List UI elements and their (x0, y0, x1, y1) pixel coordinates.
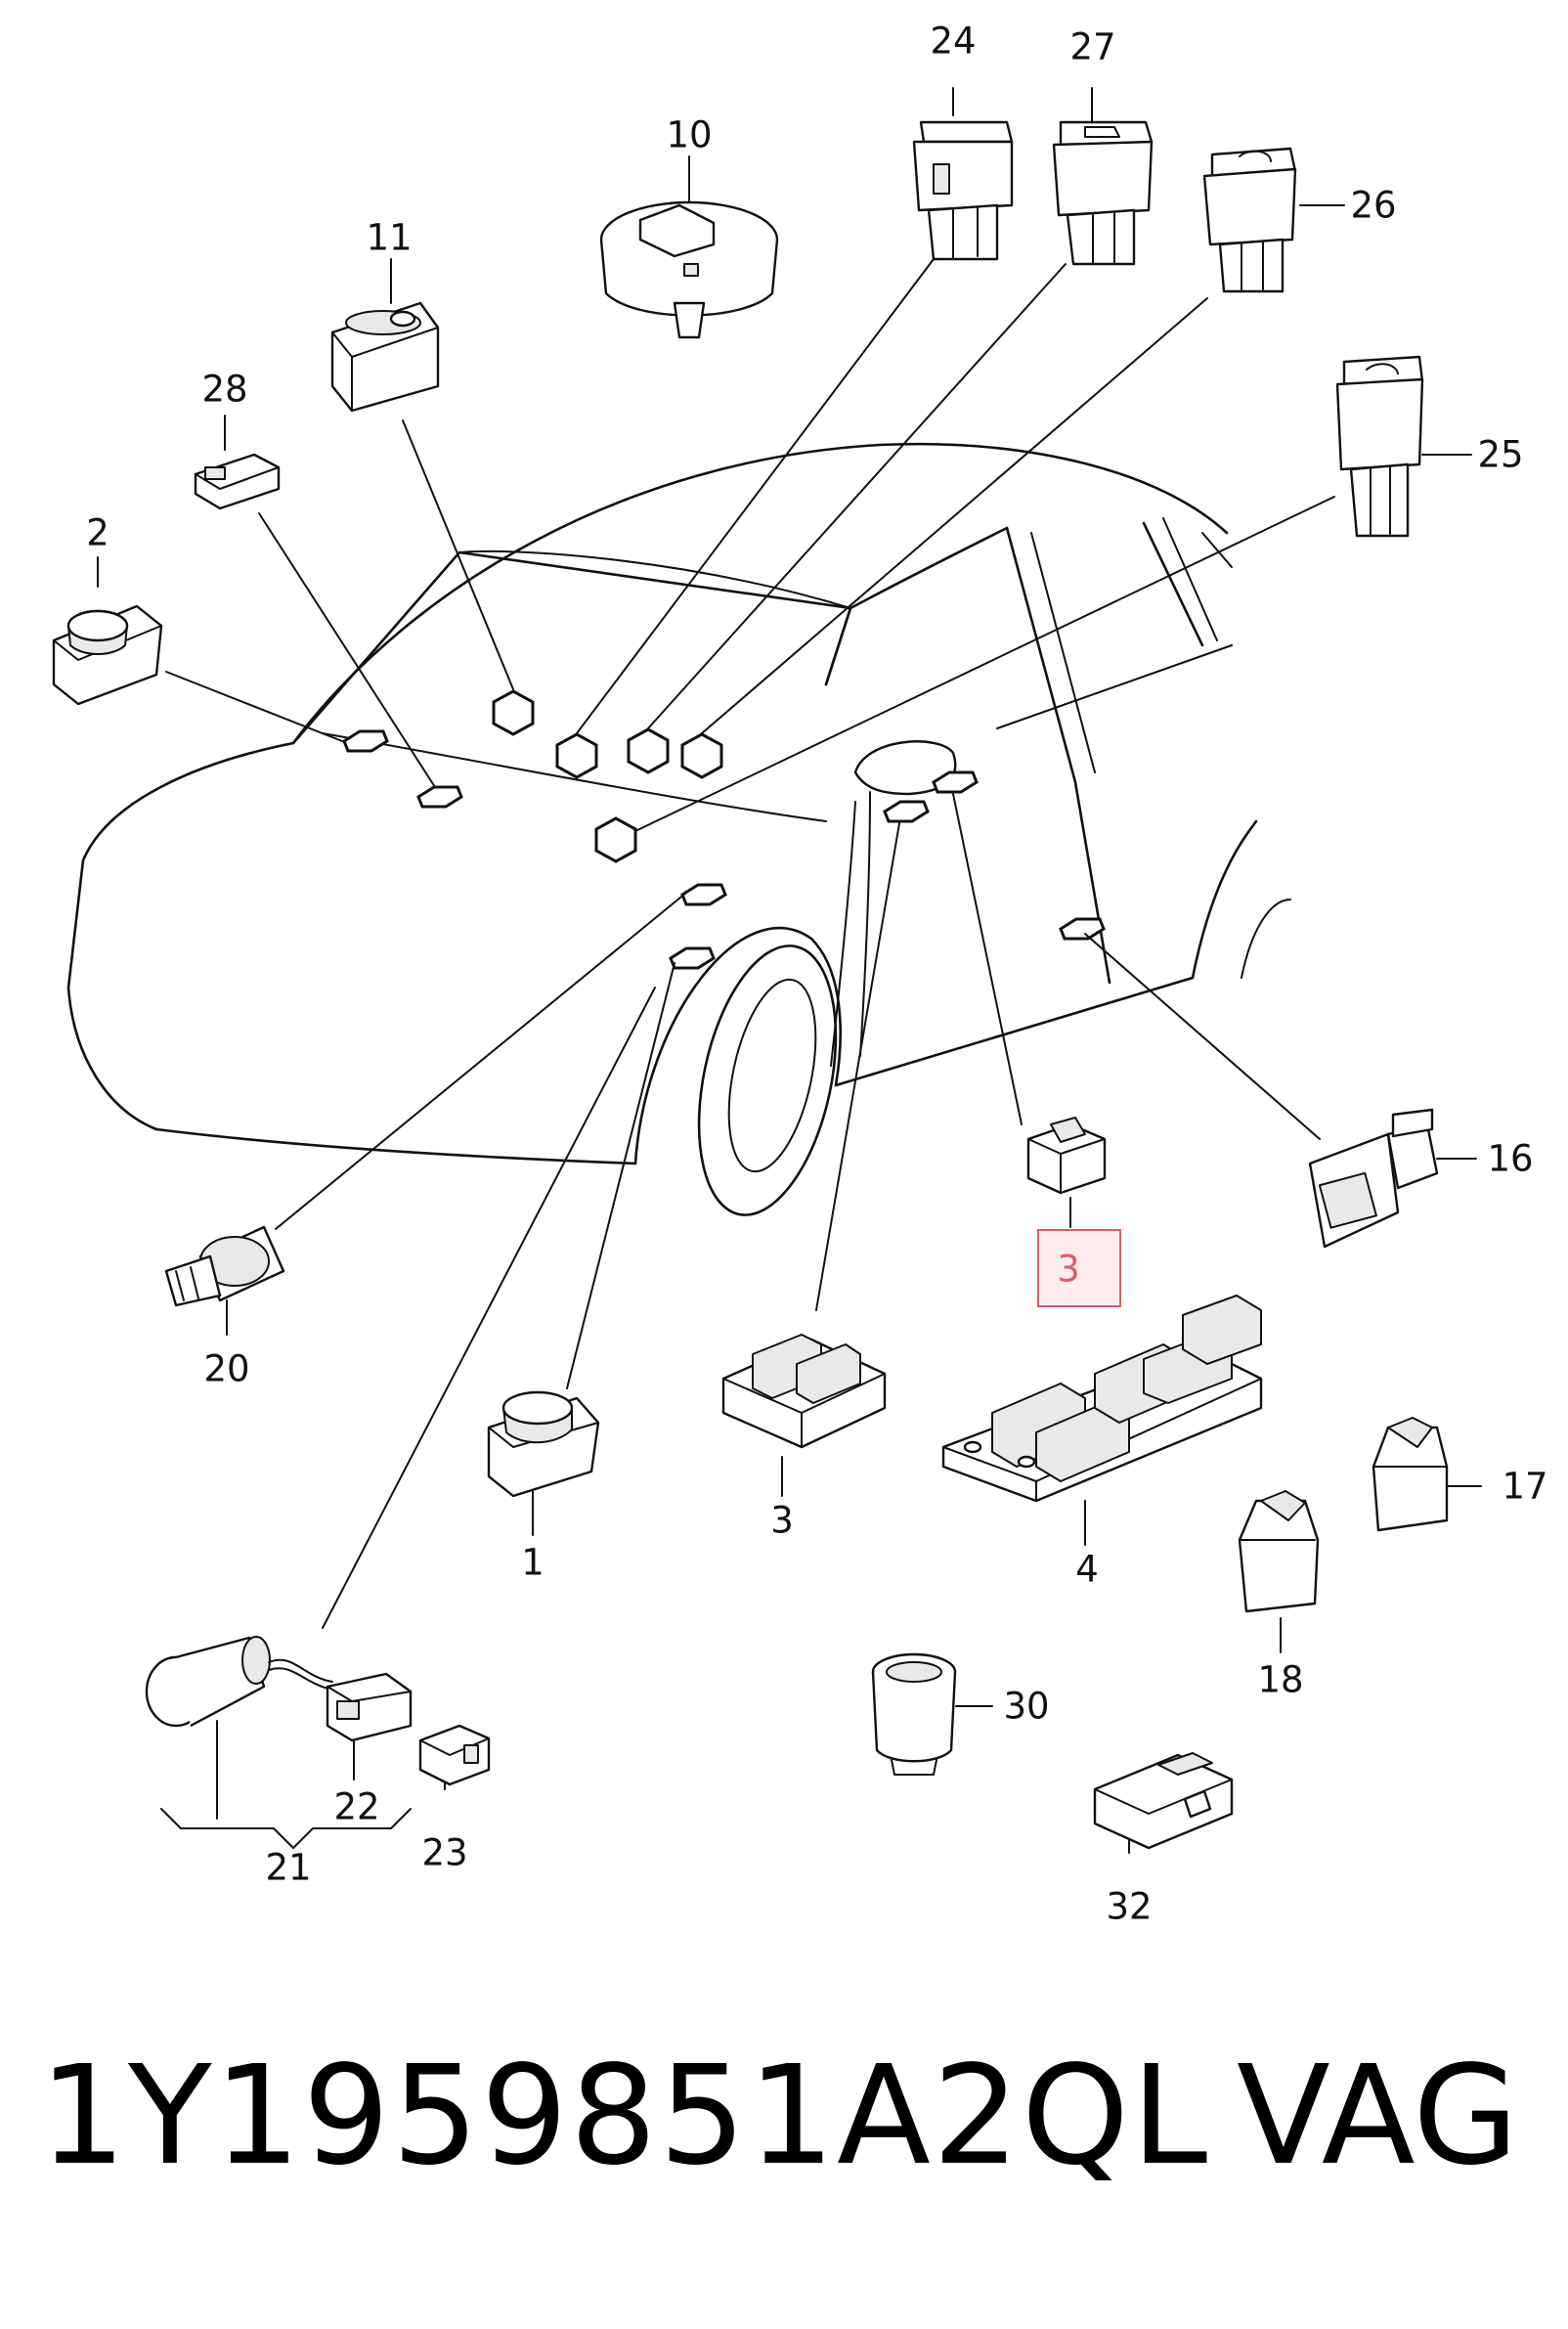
part-10-knob (599, 200, 779, 339)
part-illustrations (52, 120, 1449, 1850)
callout-32[interactable]: 32 (1106, 1886, 1152, 1928)
callout-3[interactable]: 3 (1057, 1249, 1080, 1291)
hex-marker (1059, 917, 1106, 941)
part-3-switch (1026, 1117, 1107, 1195)
brand-name: VAG (1237, 2037, 1519, 2196)
hex-marker (492, 689, 535, 736)
part-30-socket (871, 1652, 957, 1776)
hex-marker (594, 816, 637, 863)
part-18-switch (1238, 1490, 1320, 1613)
part-27-switch (1052, 120, 1154, 266)
part-11-switch (330, 301, 440, 413)
part-5-switch (941, 1295, 1263, 1503)
callout-27[interactable]: 27 (1069, 26, 1115, 68)
hex-marker (342, 729, 389, 753)
hex-marker (669, 946, 716, 970)
callout-20[interactable]: 20 (203, 1348, 249, 1390)
callout-24[interactable]: 24 (930, 21, 976, 63)
part-25-switch (1335, 355, 1424, 538)
callout-28[interactable]: 28 (201, 369, 247, 411)
leader-lines (97, 87, 1482, 1854)
callout-18[interactable]: 18 (1257, 1659, 1303, 1701)
hex-markers (342, 689, 1106, 970)
part-4-switch (721, 1334, 887, 1449)
callout-5[interactable]: 4 (1075, 1549, 1099, 1591)
callout-2[interactable]: 2 (86, 512, 109, 554)
callout-4[interactable]: 3 (770, 1500, 794, 1542)
part-17-switch (1372, 1417, 1449, 1532)
callout-1[interactable]: 1 (521, 1542, 544, 1584)
part-20-sensor (164, 1225, 285, 1307)
car-outline (66, 442, 1291, 1216)
callout-25[interactable]: 25 (1477, 434, 1523, 476)
callout-30[interactable]: 30 (1003, 1686, 1049, 1728)
hex-marker (932, 770, 979, 794)
callout-numbers: 24 27 26 25 10 11 28 2 3 16 17 18 20 1 3… (86, 21, 1547, 1928)
callout-10[interactable]: 10 (666, 114, 712, 156)
part-32-connector (1093, 1752, 1234, 1850)
part-26-switch (1202, 147, 1297, 293)
part-number: 1Y1959851A2QL (39, 2037, 1210, 2196)
hex-marker (555, 732, 598, 779)
callout-22[interactable]: 22 (333, 1786, 379, 1828)
part-28-connector (194, 453, 281, 510)
part-22-connector (326, 1672, 413, 1742)
callout-23[interactable]: 23 (421, 1832, 467, 1874)
part-1-knob (487, 1390, 600, 1498)
hex-marker (627, 727, 670, 774)
callout-11[interactable]: 11 (366, 217, 412, 259)
part-24-switch (912, 120, 1014, 261)
part-21-sensor (145, 1636, 333, 1728)
highlight-box (1037, 1229, 1121, 1307)
callout-16[interactable]: 16 (1487, 1138, 1533, 1180)
hex-marker (680, 732, 723, 779)
hex-marker (416, 785, 463, 809)
part-2-knob (52, 604, 163, 706)
callout-17[interactable]: 17 (1502, 1466, 1547, 1508)
callout-21[interactable]: 21 (265, 1847, 311, 1889)
part-16-switch (1308, 1108, 1439, 1249)
hex-marker (680, 883, 727, 906)
callout-26[interactable]: 26 (1350, 185, 1396, 227)
hex-marker (883, 800, 930, 823)
part-23-connector (418, 1724, 491, 1786)
